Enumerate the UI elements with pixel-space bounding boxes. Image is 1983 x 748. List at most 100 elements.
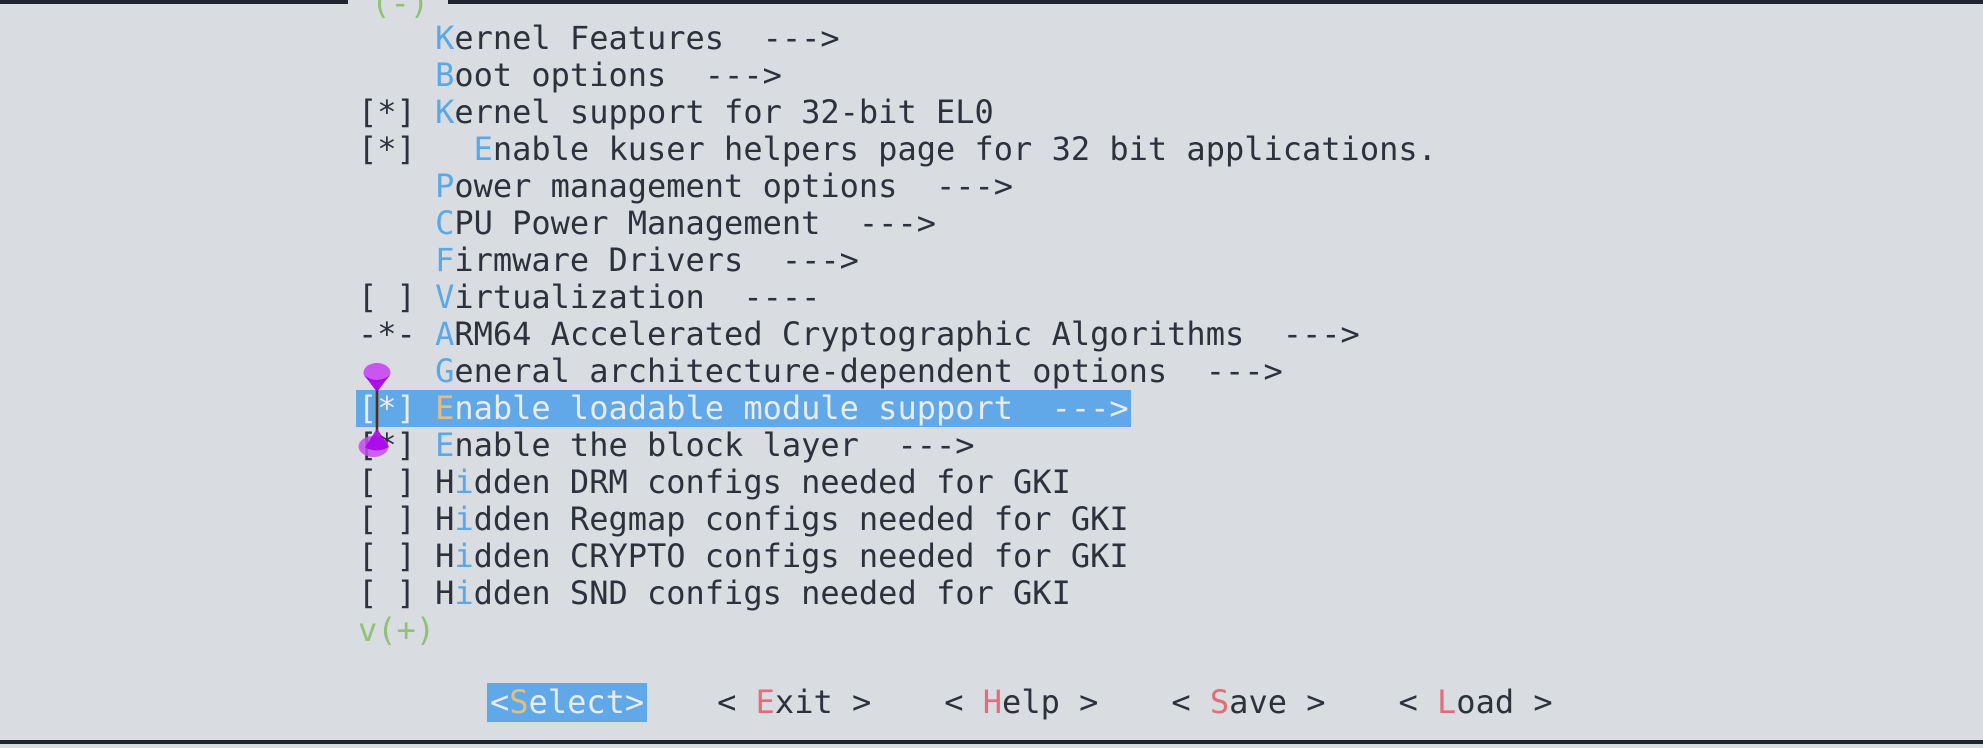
row-text-segment: dden CRYPTO configs needed for GKI xyxy=(473,537,1129,575)
row-text-segment xyxy=(358,167,435,205)
menu-item-hidden-drm-configs[interactable]: [ ] Hidden DRM configs needed for GKI xyxy=(358,464,1437,501)
button-label-segment: L xyxy=(1437,683,1457,721)
row-text-segment: E xyxy=(473,130,493,168)
row-text: [*] Enable kuser helpers page for 32 bit… xyxy=(358,131,1437,168)
row-text-segment: ernel Features ---> xyxy=(454,19,840,57)
row-text: [ ] Hidden DRM configs needed for GKI xyxy=(358,464,1071,501)
row-text-segment: C xyxy=(435,204,455,242)
save-button[interactable]: < Save > xyxy=(1171,683,1325,722)
row-text-segment: [*] xyxy=(358,389,436,427)
row-text: -*- ARM64 Accelerated Cryptographic Algo… xyxy=(358,316,1360,353)
row-text: Power management options ---> xyxy=(358,168,1013,205)
row-text-segment: i xyxy=(454,500,474,538)
row-text-segment xyxy=(358,241,435,279)
menu-item-hidden-crypto-configs[interactable]: [ ] Hidden CRYPTO configs needed for GKI xyxy=(358,538,1437,575)
row-text-segment: ower management options ---> xyxy=(454,167,1014,205)
row-text-segment: eneral architecture-dependent options --… xyxy=(454,352,1283,390)
button-label-segment: < xyxy=(717,683,756,721)
menu-item-hidden-snd-configs[interactable]: [ ] Hidden SND configs needed for GKI xyxy=(358,575,1437,612)
load-button[interactable]: < Load > xyxy=(1399,683,1553,722)
row-text-segment: [*] xyxy=(358,130,474,168)
row-text-segment: i xyxy=(454,574,474,612)
row-text-segment: i xyxy=(454,463,474,501)
row-text: General architecture-dependent options -… xyxy=(358,353,1283,390)
row-text-segment: irtualization ---- xyxy=(454,278,821,316)
menu-item-enable-block-layer[interactable]: [*] Enable the block layer ---> xyxy=(358,427,1437,464)
button-label-segment: < xyxy=(1171,683,1210,721)
row-text-segment: PU Power Management ---> xyxy=(454,204,936,242)
dialog-top-border-left xyxy=(0,0,348,4)
row-text-segment: nable kuser helpers page for 32 bit appl… xyxy=(492,130,1437,168)
row-text-segment: [*] xyxy=(358,426,436,464)
menu-item-cpu-power-management[interactable]: CPU Power Management ---> xyxy=(358,205,1437,242)
row-text-segment: irmware Drivers ---> xyxy=(454,241,859,279)
dialog-top-border-right xyxy=(448,0,1983,4)
row-text-segment: F xyxy=(435,241,455,279)
row-text: [ ] Virtualization ---- xyxy=(358,279,820,316)
row-text-segment: [ ] H xyxy=(358,537,455,575)
button-label-segment: H xyxy=(982,683,1003,721)
button-label-segment: S xyxy=(509,683,529,721)
menu-item-kernel-features[interactable]: Kernel Features ---> xyxy=(358,20,1437,57)
dialog-bottom-border xyxy=(0,740,1983,744)
row-text-segment: -*- xyxy=(358,315,436,353)
button-label-segment: > xyxy=(1286,683,1326,721)
select-button[interactable]: <Select> xyxy=(487,683,648,722)
row-text-segment: B xyxy=(435,56,455,94)
row-text: Boot options ---> xyxy=(358,57,782,94)
row-text-segment: E xyxy=(435,426,455,464)
row-text-segment: [ ] H xyxy=(358,463,455,501)
button-label-segment: > xyxy=(624,683,645,721)
menu-item-hidden-regmap-configs[interactable]: [ ] Hidden Regmap configs needed for GKI xyxy=(358,501,1437,538)
row-text-segment xyxy=(358,19,435,57)
row-text-segment: [ ] xyxy=(358,278,436,316)
row-text-segment: A xyxy=(435,315,455,353)
row-text-segment: oot options ---> xyxy=(454,56,782,94)
button-label-segment: > xyxy=(832,683,872,721)
button-label-segment: ave xyxy=(1229,683,1287,721)
row-text: [*] Kernel support for 32-bit EL0 xyxy=(358,94,994,131)
menu-item-enable-kuser-helpers[interactable]: [*] Enable kuser helpers page for 32 bit… xyxy=(358,131,1437,168)
row-text-segment xyxy=(358,204,435,242)
menu-item-virtualization[interactable]: [ ] Virtualization ---- xyxy=(358,279,1437,316)
button-label-segment: < xyxy=(1398,683,1438,721)
row-text-segment: nable the block layer ---> xyxy=(454,426,975,464)
menu-item-arm64-crypto-algorithms[interactable]: -*- ARM64 Accelerated Cryptographic Algo… xyxy=(358,316,1437,353)
button-label-segment: E xyxy=(755,683,775,721)
row-text-segment: [*] xyxy=(358,93,436,131)
row-text-segment: v(+) xyxy=(358,611,436,649)
exit-button[interactable]: < Exit > xyxy=(717,683,871,722)
row-text-segment: dden Regmap configs needed for GKI xyxy=(473,500,1129,538)
row-text: [ ] Hidden CRYPTO configs needed for GKI xyxy=(358,538,1129,575)
menu-item-firmware-drivers[interactable]: Firmware Drivers ---> xyxy=(358,242,1437,279)
row-text: [*] Enable the block layer ---> xyxy=(358,427,975,464)
row-text-segment: K xyxy=(435,93,455,131)
row-text: [ ] Hidden SND configs needed for GKI xyxy=(358,575,1071,612)
button-label-segment: elect xyxy=(528,683,625,721)
menu-item-kernel-support-32bit-el0[interactable]: [*] Kernel support for 32-bit EL0 xyxy=(358,94,1437,131)
button-label-segment: xit xyxy=(774,683,833,721)
row-text-segment xyxy=(358,56,435,94)
row-text-segment xyxy=(358,352,435,390)
menu-item-boot-options[interactable]: Boot options ---> xyxy=(358,57,1437,94)
row-text-segment: P xyxy=(435,167,455,205)
menu-item-general-arch-options[interactable]: General architecture-dependent options -… xyxy=(358,353,1437,390)
row-text-segment: K xyxy=(435,19,455,57)
menu-item-enable-loadable-module-support[interactable]: [*] Enable loadable module support ---> xyxy=(356,389,1437,427)
scroll-up-indicator: ^(-) xyxy=(352,0,430,22)
row-text-segment: dden DRM configs needed for GKI xyxy=(473,463,1071,501)
row-text-segment: nable loadable module support ---> xyxy=(454,389,1129,427)
button-label-segment: S xyxy=(1209,683,1230,721)
row-text-segment: ernel support for 32-bit EL0 xyxy=(454,93,994,131)
button-label-segment: > xyxy=(1514,683,1553,721)
menu-list: Kernel Features ---> Boot options --->[*… xyxy=(356,20,1437,649)
row-text-segment: i xyxy=(454,537,474,575)
menu-item-power-management-options[interactable]: Power management options ---> xyxy=(358,168,1437,205)
button-label-segment: > xyxy=(1059,683,1099,721)
help-button[interactable]: < Help > xyxy=(944,683,1098,722)
row-text-segment: [ ] H xyxy=(358,574,455,612)
row-text: Kernel Features ---> xyxy=(358,20,840,57)
row-text-segment: [ ] H xyxy=(358,500,455,538)
row-text: Firmware Drivers ---> xyxy=(358,242,859,279)
